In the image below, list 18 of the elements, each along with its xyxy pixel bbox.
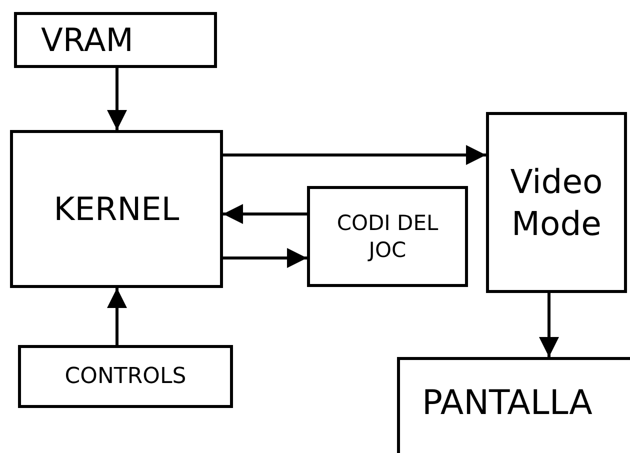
arrow [223,145,486,165]
arrow [107,288,127,345]
output-box [397,357,630,453]
node-label: CONTROLS [64,362,186,390]
memory-box [14,12,217,68]
arrow [223,204,307,224]
arrow [539,293,559,357]
arrow [107,68,127,130]
process-box [486,112,627,293]
node-label: CODI DEL JOC [336,210,440,263]
node-label: PANTALLA [422,382,592,424]
arrow [223,248,307,268]
node-label: VRAM [41,20,134,60]
node-label: Video Mode [509,161,604,244]
process-box [10,130,223,288]
process-box [307,186,468,287]
input-box [18,345,233,408]
node-label: KERNEL [54,189,180,229]
